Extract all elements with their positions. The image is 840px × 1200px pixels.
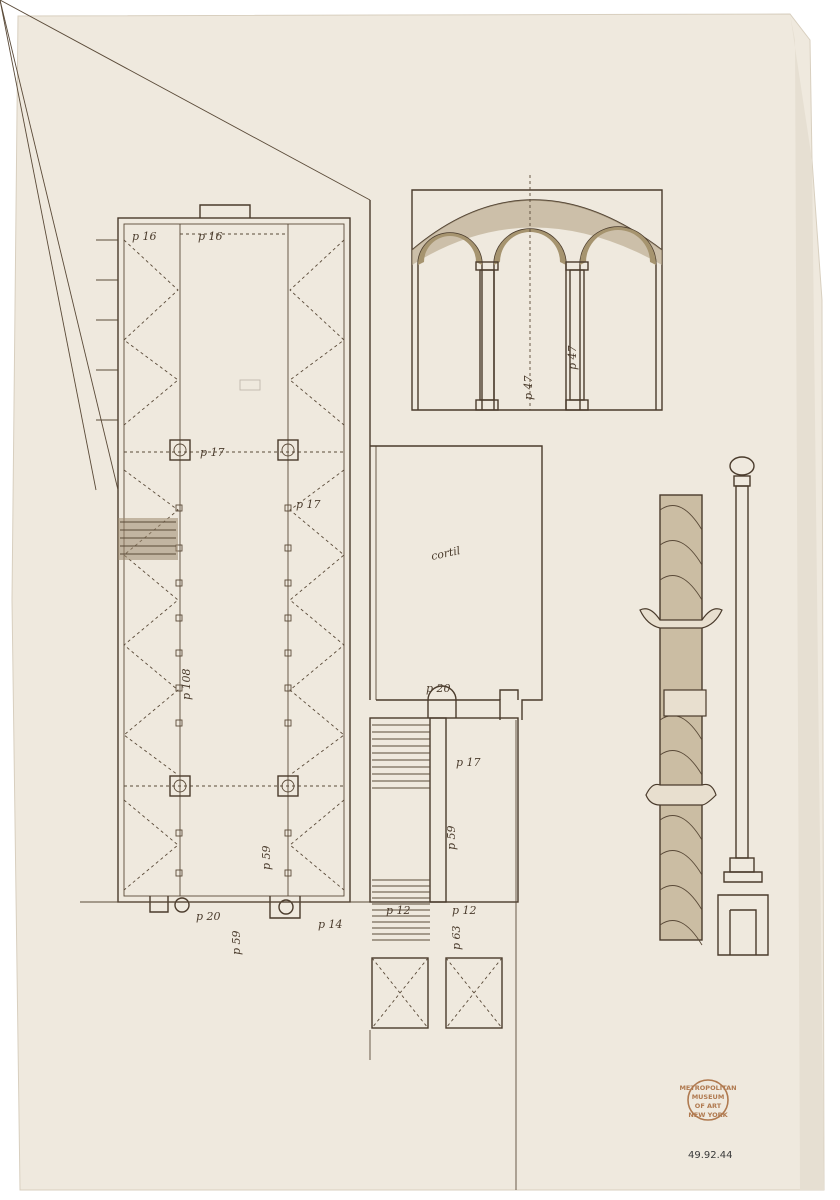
annotations: p 16 p 16 p 17 p 17 p 108 p 59 p 59 cort… xyxy=(132,230,579,955)
museum-stamp: METROPOLITAN MUSEUM OF ART NEW YORK xyxy=(679,1079,737,1121)
note-arch-col: p 47 xyxy=(566,345,579,370)
accession-number: 49.92.44 xyxy=(688,1150,733,1161)
note-long-length: p 108 xyxy=(180,668,193,700)
note-stair-landing: p 20 xyxy=(426,682,451,695)
note-cross-width-1: p 17 xyxy=(200,446,225,459)
note-courtyard: cortil xyxy=(430,544,462,563)
note-stair-length: p 63 xyxy=(450,925,463,950)
arcade-elevation xyxy=(411,175,663,411)
stamp-line-1: METROPOLITAN xyxy=(679,1084,736,1092)
note-length-b: p 59 xyxy=(230,930,243,955)
note-corridor-length: p 59 xyxy=(445,825,458,850)
twisted-column xyxy=(639,494,723,946)
note-bottom-c: p 12 xyxy=(386,904,411,917)
stamp-line-2: MUSEUM xyxy=(692,1093,725,1101)
stair-plan xyxy=(369,200,543,1190)
note-top-width: p 16 xyxy=(198,230,223,243)
note-bottom-d: p 12 xyxy=(452,904,477,917)
note-corridor: p 17 xyxy=(456,756,481,769)
note-arch-height: p 47 xyxy=(522,375,535,400)
stamp-line-4: NEW YORK xyxy=(688,1111,728,1119)
note-bottom-b: p 14 xyxy=(318,918,343,931)
note-cross-width-2: p 17 xyxy=(296,498,321,511)
note-length-c: p 59 xyxy=(260,845,273,870)
building-plan xyxy=(0,0,371,919)
paper-edge-shadow xyxy=(790,14,824,1190)
plain-column xyxy=(717,456,769,956)
note-bottom-a: p 20 xyxy=(196,910,221,923)
stamp-line-3: OF ART xyxy=(695,1102,722,1110)
note-top-left: p 16 xyxy=(132,230,157,243)
